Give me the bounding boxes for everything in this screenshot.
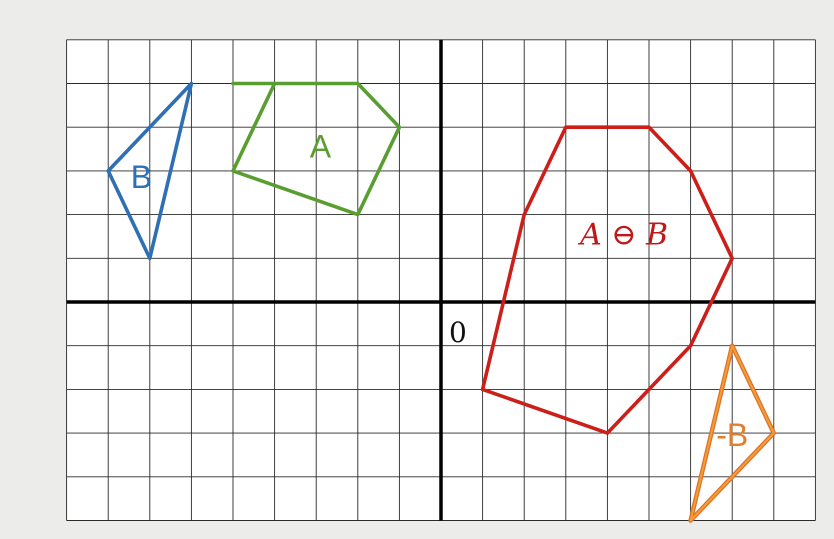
shape-neg-b-polygon: [689, 344, 775, 522]
shape-a-minus-b-polygon: [480, 125, 735, 435]
coordinate-axes: [66, 39, 816, 521]
shape-a-minus-b-label: A ⊖ B: [577, 217, 668, 252]
shape-a-polygon: [231, 81, 402, 217]
shape-a-label: A: [310, 129, 332, 165]
shape-b-label: B: [131, 159, 152, 195]
shape-neg-b-label: -B: [716, 417, 748, 453]
polygons: [106, 81, 777, 523]
polygon-labels: B A A ⊖ B -B: [131, 129, 748, 453]
origin-label: 0: [449, 316, 467, 349]
shape-b-polygon: [106, 81, 194, 261]
